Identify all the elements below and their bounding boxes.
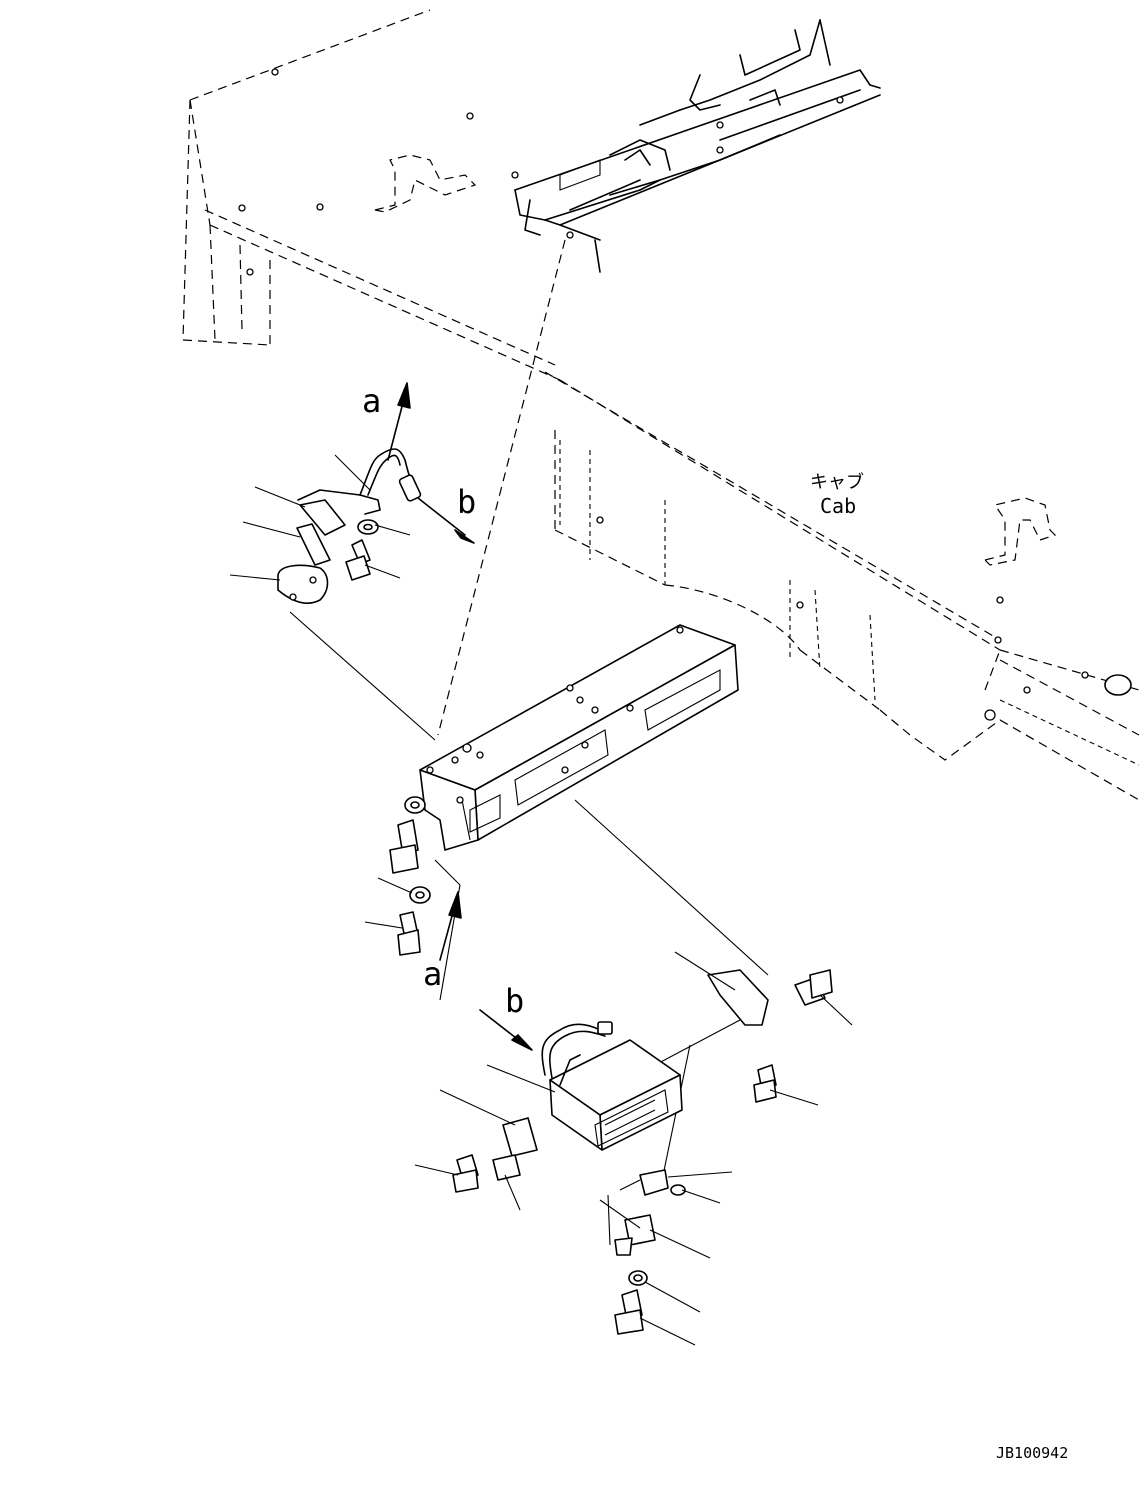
drawing-number: JB100942 xyxy=(996,1444,1068,1462)
mount-bracket xyxy=(364,624,739,961)
radio-unit xyxy=(414,951,853,1211)
cab-label-jp: キャブ xyxy=(810,471,864,493)
ref-b-lower: b xyxy=(505,982,524,1020)
antenna-assembly xyxy=(229,382,475,605)
clamp-assembly xyxy=(599,1169,733,1346)
ref-b-upper: b xyxy=(457,483,476,521)
cab-structure xyxy=(182,9,1139,801)
cab-label-en: Cab xyxy=(820,494,856,518)
ref-a-upper: a xyxy=(362,382,381,420)
ref-a-lower: a xyxy=(423,955,442,993)
